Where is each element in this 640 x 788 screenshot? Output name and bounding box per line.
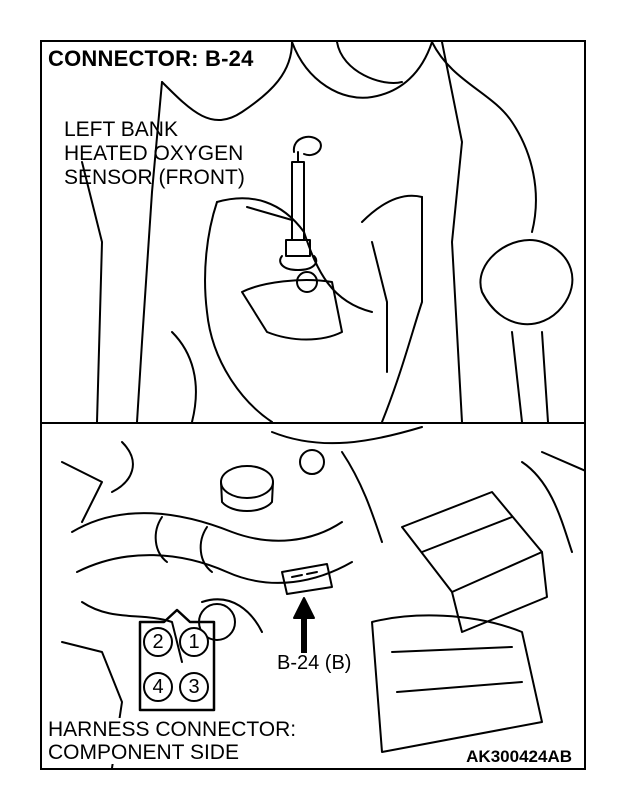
sensor-label-line-2: HEATED OXYGEN (64, 142, 244, 165)
connector-callout: B-24 (B) (274, 653, 355, 673)
connector-pin-1: 1 (179, 627, 209, 657)
sensor-label-line-3: SENSOR (FRONT) (64, 166, 245, 189)
connector-location-drawing (61, 426, 584, 768)
panel-divider (42, 422, 584, 424)
figure-frame: CONNECTOR: B-24 LEFT BANK HEATED OXYGEN … (40, 40, 586, 770)
top-illustration-panel: CONNECTOR: B-24 LEFT BANK HEATED OXYGEN … (42, 42, 584, 422)
diagram-title: CONNECTOR: B-24 (48, 48, 258, 70)
sensor-label-line-1: LEFT BANK (64, 118, 178, 141)
harness-connector-label: HARNESS CONNECTOR: COMPONENT SIDE (48, 718, 297, 764)
connector-pin-2: 2 (143, 627, 173, 657)
sensor-label: LEFT BANK HEATED OXYGEN SENSOR (FRONT) (64, 118, 245, 190)
figure-code: AK300424AB (464, 747, 574, 766)
connector-pin-3: 3 (179, 672, 209, 702)
bottom-illustration-panel: 2 1 4 3 (42, 422, 584, 768)
connector-pin-4: 4 (143, 672, 173, 702)
harness-label-line-2: COMPONENT SIDE (48, 741, 239, 764)
oxygen-sensor-drawing (81, 42, 574, 422)
harness-label-line-1: HARNESS CONNECTOR: (48, 718, 297, 741)
